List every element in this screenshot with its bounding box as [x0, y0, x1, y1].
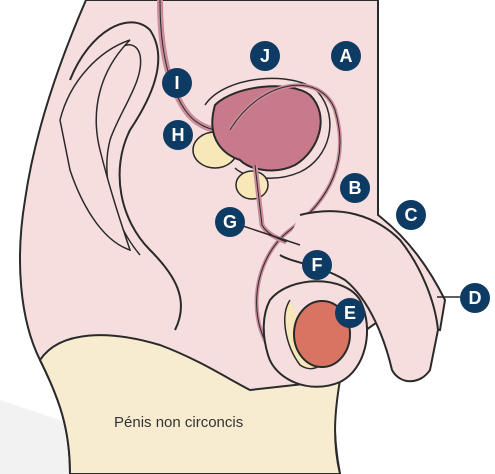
- label-c: C: [396, 200, 426, 230]
- label-i: I: [162, 68, 192, 98]
- diagram-caption: Pénis non circoncis: [114, 414, 243, 431]
- label-h: H: [163, 120, 193, 150]
- prostate: [236, 171, 268, 199]
- label-j: J: [250, 41, 280, 71]
- label-a: A: [331, 41, 361, 71]
- label-g: G: [215, 207, 245, 237]
- label-d: D: [460, 283, 490, 313]
- label-e: E: [335, 298, 365, 328]
- label-f: F: [302, 250, 332, 280]
- label-b: B: [340, 173, 370, 203]
